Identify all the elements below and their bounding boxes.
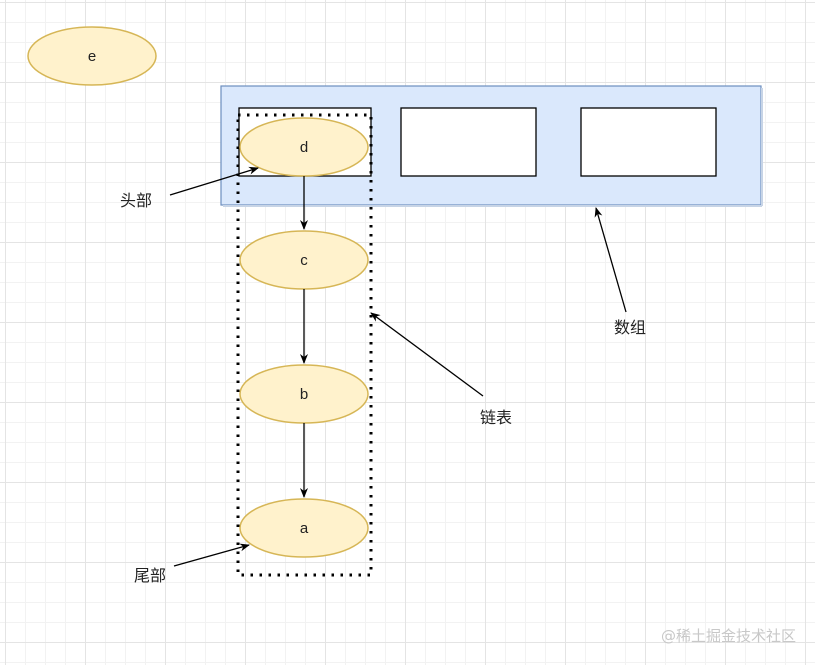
watermark: @稀土掘金技术社区 — [661, 627, 796, 645]
array-cell-3[interactable] — [580, 107, 717, 177]
node-d-label: d — [300, 139, 308, 156]
head-label: 头部 — [120, 191, 152, 210]
linked-list-label: 链表 — [480, 408, 512, 427]
node-a[interactable] — [239, 498, 369, 558]
array-label: 数组 — [614, 318, 646, 337]
array-cell-2[interactable] — [400, 107, 537, 177]
node-c-label: c — [300, 252, 308, 269]
linked-list-boundary[interactable] — [236, 113, 373, 577]
tail-label: 尾部 — [134, 566, 166, 585]
node-a-label: a — [300, 520, 309, 537]
linked-list-pointer-arrow[interactable] — [370, 312, 484, 397]
head-pointer-arrow[interactable] — [169, 166, 259, 196]
array-pointer-arrow[interactable] — [594, 207, 627, 313]
tail-pointer-arrow[interactable] — [173, 543, 250, 567]
node-e[interactable] — [27, 26, 157, 86]
node-e-label: e — [88, 48, 96, 65]
node-b-label: b — [300, 386, 308, 403]
